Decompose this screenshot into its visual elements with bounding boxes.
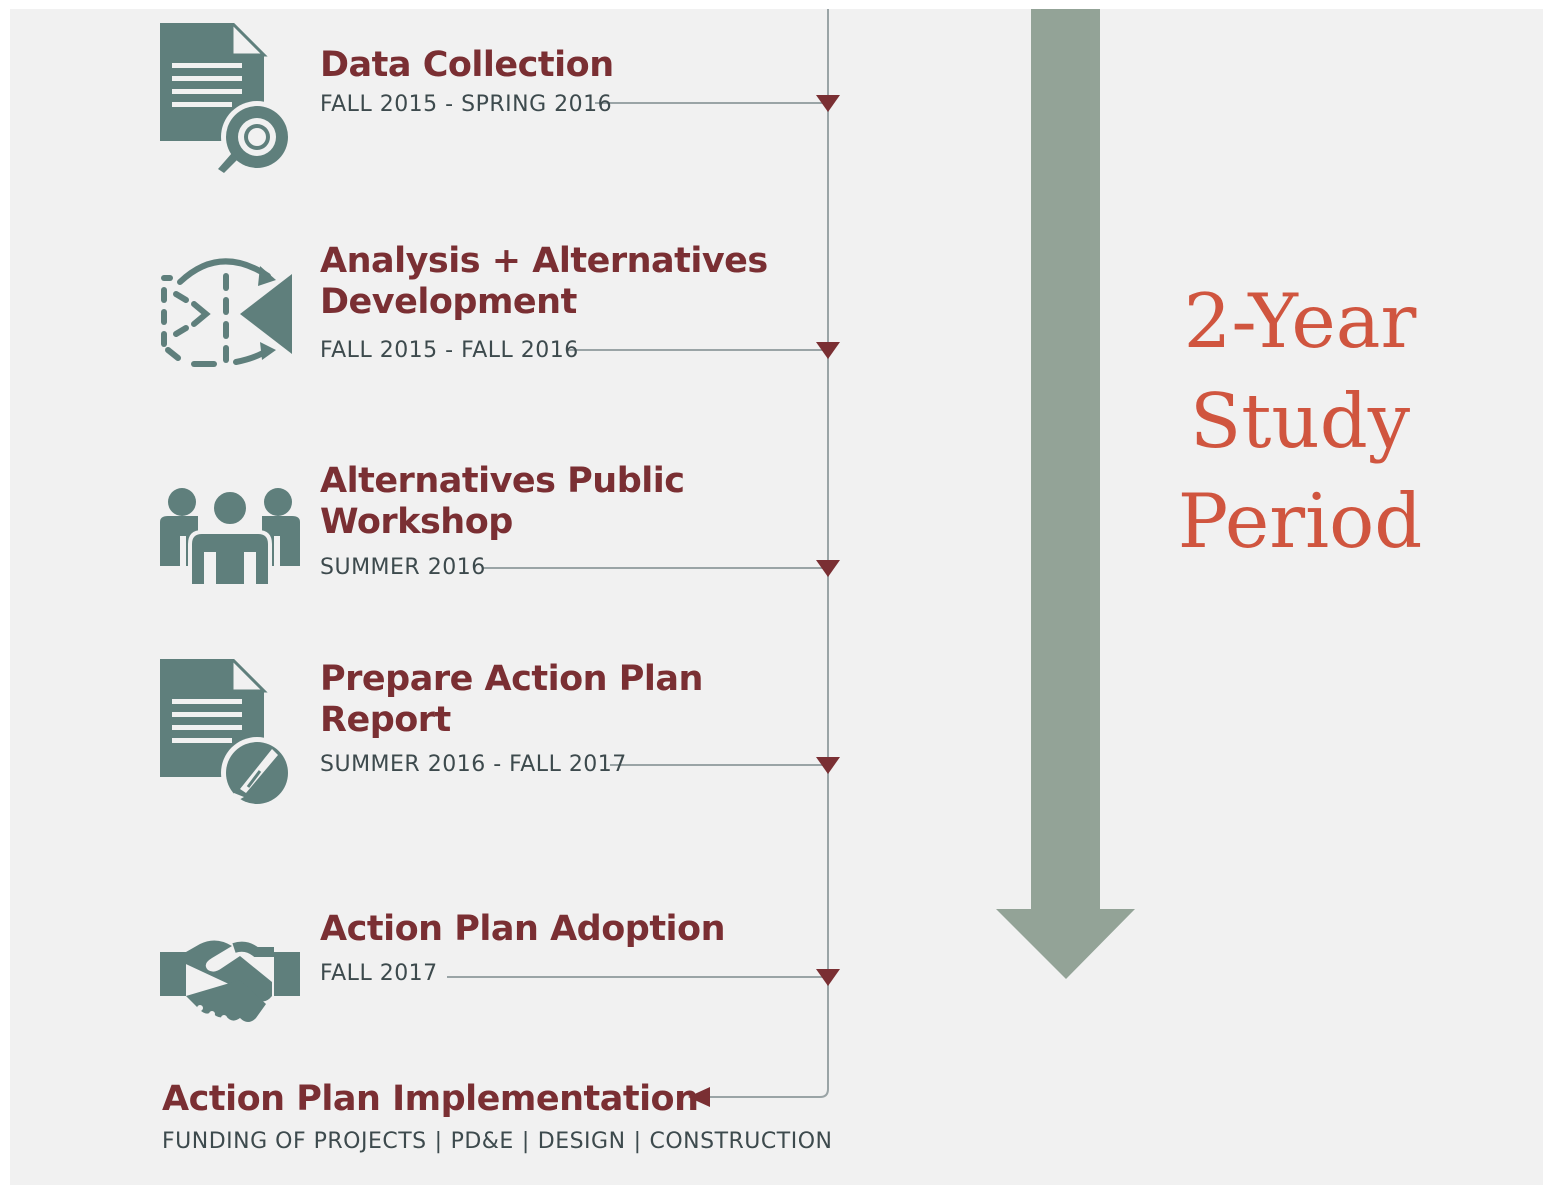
handshake-icon [160,940,300,1022]
period-line-3: Period [1177,477,1423,565]
step-title: Action Plan Adoption [320,909,726,949]
step-5-marker [816,969,840,986]
step-date: SUMMER 2016 [320,555,486,580]
implementation-items: FUNDING OF PROJECTS | PD&E | DESIGN | CONSTRUC… [162,1129,832,1154]
implementation-item: DESIGN [537,1129,626,1154]
implementation-item: PD&E [450,1129,514,1154]
document-search-icon [160,23,293,173]
step-date: FALL 2015 - SPRING 2016 [320,92,613,117]
timeline-connectors [447,9,1135,1107]
step-date: SUMMER 2016 - FALL 2017 [320,752,627,777]
step-1-marker [816,95,840,112]
period-line-2: Study [1189,377,1411,465]
step-4-marker [816,757,840,774]
implementation-item: CONSTRUCTION [649,1129,833,1154]
document-pen-icon [160,659,293,809]
implementation-title: Action Plan Implementation [162,1079,699,1119]
separator: | [434,1129,443,1154]
period-line-1: 2-Year [1183,277,1417,365]
step-title: Data Collection [320,45,614,85]
implementation-arrowhead [688,1087,710,1107]
step-title: Prepare Action Plan Report [320,659,703,740]
implementation-item: FUNDING OF PROJECTS [162,1129,427,1154]
diagram-panel: Data Collection FALL 2015 - SPRING 2016 [10,9,1543,1185]
step-2-marker [816,342,840,359]
step-title: Alternatives Public Workshop [320,461,685,542]
people-group-icon [160,488,300,588]
step-date: FALL 2017 [320,961,438,986]
separator: | [633,1129,642,1154]
study-period-label: 2-Year Study Period [1160,271,1440,571]
timeline-vertical-line [704,9,829,1098]
flow-arrows-icon [161,258,292,367]
step-title: Analysis + Alternatives Development [320,241,768,322]
study-period-arrow [996,9,1135,979]
separator: | [521,1129,530,1154]
step-date: FALL 2015 - FALL 2016 [320,338,579,363]
step-3-marker [816,560,840,577]
